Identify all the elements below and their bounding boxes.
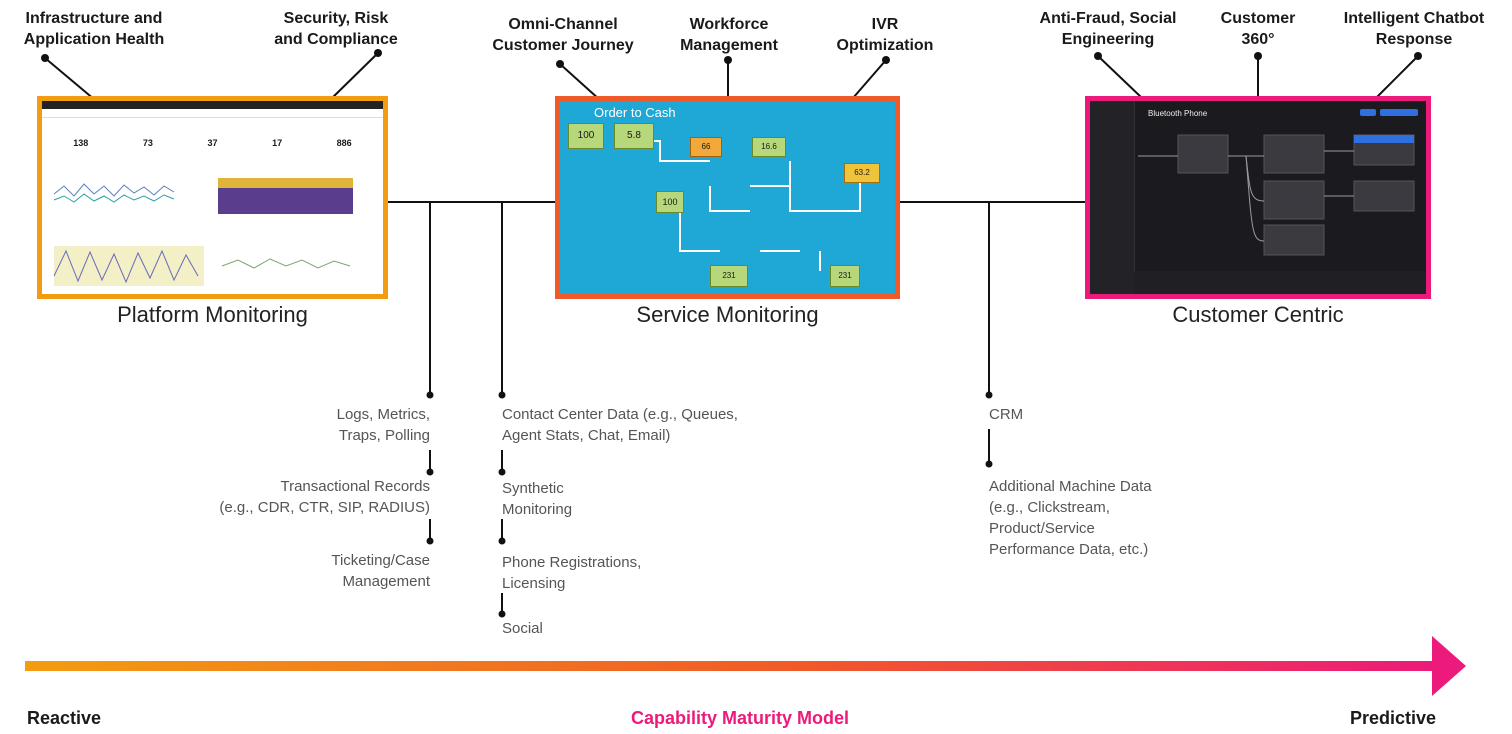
service-screenshot-title: Order to Cash: [594, 105, 676, 120]
customer-centric-screenshot: Bluetooth Phone: [1085, 96, 1431, 299]
section-title-service: Service Monitoring: [636, 302, 819, 327]
label-omni-channel: Omni-Channel Customer Journey: [492, 16, 634, 54]
label-ivr: IVR Optimization: [836, 16, 934, 54]
label-anti-fraud: Anti-Fraud, Social Engineering: [1039, 10, 1177, 48]
kpi-box: 231: [710, 265, 748, 287]
platform-mini-charts: [53, 178, 353, 286]
source-social: Social: [502, 620, 543, 637]
kpi-value: 73: [142, 138, 153, 148]
label-predictive: Predictive: [1350, 708, 1437, 728]
label-workforce: Workforce Management: [680, 16, 778, 54]
label-capability-maturity-model: Capability Maturity Model: [630, 708, 850, 728]
source-ticketing: Ticketing/Case Management: [331, 552, 430, 590]
label-customer-360: Customer 360°: [1220, 10, 1296, 48]
kpi-box: 63.2: [844, 163, 880, 183]
platform-monitoring-screenshot: 138 73 37 17 886: [37, 96, 388, 299]
service-monitoring-screenshot: Order to Cash 100 5.8 66 16.6 63.2 100 2…: [555, 96, 900, 299]
workflow-graph: [1134, 134, 1426, 294]
kpi-value: 138: [73, 138, 89, 148]
kpi-box: 66: [690, 137, 722, 157]
kpi-box: 231: [830, 265, 860, 287]
source-logs-metrics: Logs, Metrics, Traps, Polling: [336, 406, 430, 444]
kpi-value: 37: [207, 138, 218, 148]
source-synthetic-monitoring: Synthetic Monitoring: [502, 480, 573, 518]
kpi-box: 100: [656, 191, 684, 213]
label-reactive: Reactive: [27, 708, 102, 728]
source-transactional-records: Transactional Records (e.g., CDR, CTR, S…: [219, 478, 430, 516]
kpi-box: 16.6: [752, 137, 786, 157]
source-phone-registrations: Phone Registrations, Licensing: [502, 554, 642, 592]
label-security-risk: Security, Risk and Compliance: [274, 10, 398, 48]
source-crm: CRM: [989, 406, 1024, 423]
label-chatbot: Intelligent Chatbot Response: [1343, 10, 1485, 48]
section-title-customer: Customer Centric: [1172, 302, 1344, 327]
source-additional-machine-data: Additional Machine Data (e.g., Clickstre…: [989, 478, 1152, 558]
label-infrastructure-health: Infrastructure and Application Health: [23, 10, 165, 48]
kpi-box: 5.8: [614, 123, 654, 149]
section-title-platform: Platform Monitoring: [117, 302, 308, 327]
kpi-value: 17: [272, 138, 283, 148]
source-contact-center: Contact Center Data (e.g., Queues, Agent…: [502, 406, 738, 444]
kpi-box: 100: [568, 123, 604, 149]
customer-screenshot-header: Bluetooth Phone: [1148, 109, 1208, 118]
kpi-value: 886: [336, 138, 352, 148]
